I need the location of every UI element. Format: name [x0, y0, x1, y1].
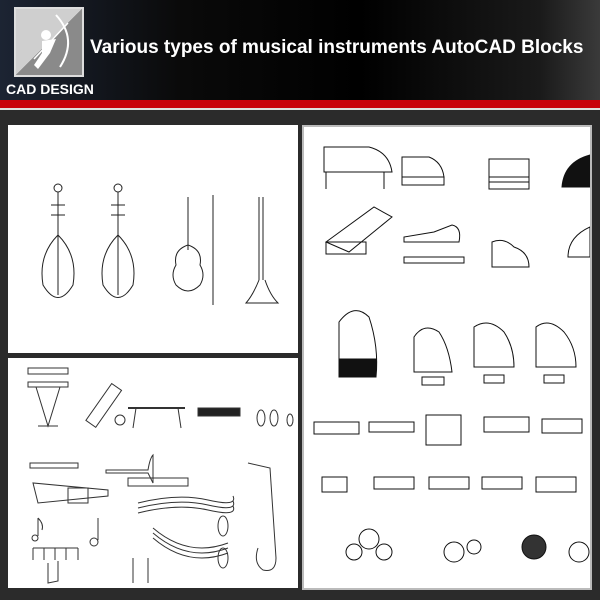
trombone-icon — [105, 453, 189, 487]
grand-piano-icon — [567, 226, 590, 258]
guqin-icon — [197, 407, 241, 417]
violin-icon — [172, 195, 214, 305]
suona-icon — [244, 197, 280, 304]
music-staff-icon — [137, 495, 235, 559]
piano-front-views-icon — [313, 414, 583, 446]
red-divider — [0, 100, 600, 108]
grand-piano-icon — [324, 206, 393, 255]
grand-piano-icon — [403, 224, 465, 264]
grand-piano-icon — [561, 154, 590, 188]
upright-piano-icon — [488, 158, 530, 190]
brand-name: CAD DESIGN — [6, 81, 94, 97]
zither-icon — [85, 382, 126, 428]
grand-piano-icon — [401, 156, 445, 186]
piano-top-view-icon — [338, 310, 378, 378]
string-instruments-panel — [8, 125, 298, 353]
piano-top-view-icon — [535, 322, 577, 384]
pipa-icon — [101, 183, 135, 298]
drum-kit-icon — [345, 528, 590, 563]
keyboard-row-icon — [321, 476, 577, 493]
music-notes-icon — [31, 515, 229, 584]
grand-piano-icon — [323, 146, 393, 189]
grand-piano-icon — [491, 239, 530, 268]
white-divider — [0, 108, 600, 110]
table-zither-icon — [128, 407, 185, 429]
piano-top-view-icon — [413, 327, 453, 386]
page-title: Various types of musical instruments Aut… — [90, 37, 584, 58]
pianos-panel — [302, 125, 592, 590]
archer-logo-icon — [14, 7, 84, 77]
small-violins-icon — [256, 409, 294, 427]
header-banner: CAD DESIGN Various types of musical inst… — [0, 0, 600, 100]
flute-icon — [29, 462, 79, 469]
xylophone-icon — [27, 367, 69, 428]
piano-top-view-icon — [473, 322, 515, 384]
saxophone-icon — [247, 462, 277, 571]
pipa-icon — [41, 183, 75, 298]
instruments-notes-panel — [8, 358, 298, 588]
trumpet-icon — [32, 482, 109, 504]
